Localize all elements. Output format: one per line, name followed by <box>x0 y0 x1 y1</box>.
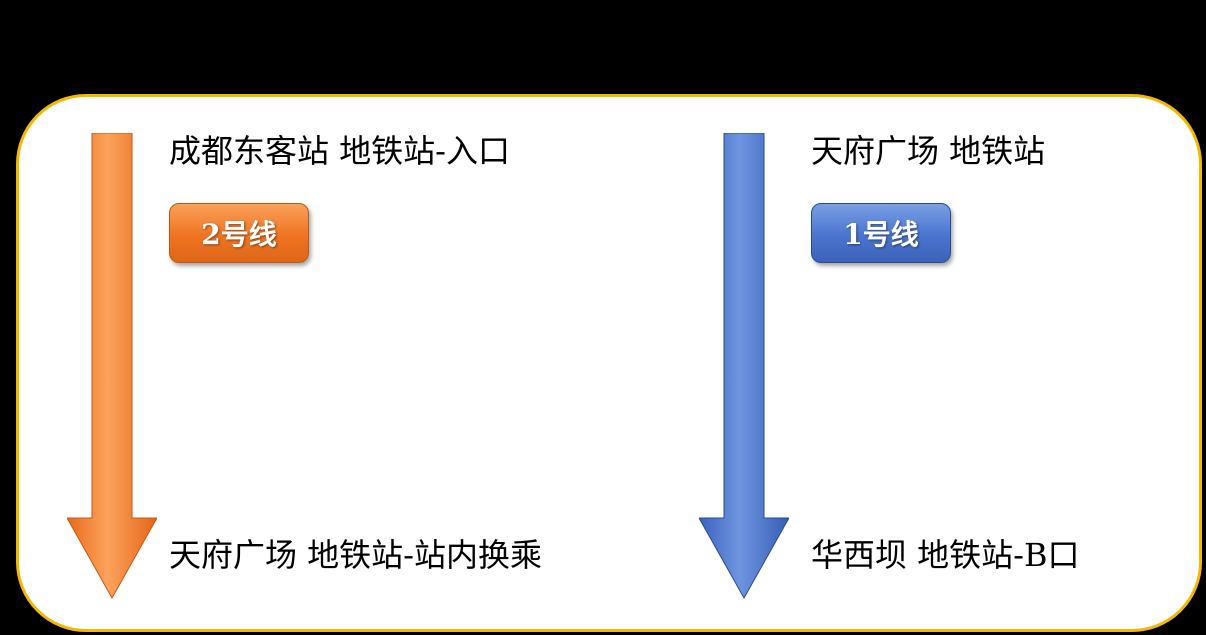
down-arrow-icon-orange <box>67 133 157 600</box>
line-1-badge: 1号线 <box>811 203 951 263</box>
transfer-station-label: 天府广场 地铁站 <box>811 132 1046 170</box>
route-panel: 成都东客站 地铁站-入口 2号线 天府广场 地铁站-站内换乘 天府广场 地铁站 … <box>16 94 1202 632</box>
line-2-badge: 2号线 <box>169 203 309 263</box>
start-station-label: 成都东客站 地铁站-入口 <box>169 132 510 170</box>
down-arrow-icon-blue <box>699 133 789 600</box>
destination-station-label: 华西坝 地铁站-B口 <box>811 536 1080 574</box>
end-station-label: 天府广场 地铁站-站内换乘 <box>169 536 542 574</box>
